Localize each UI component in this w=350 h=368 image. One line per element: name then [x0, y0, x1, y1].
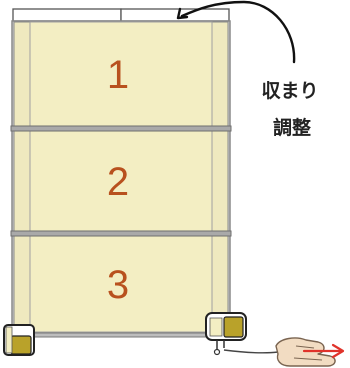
annotation-line-1: 収まり: [261, 80, 318, 102]
panel-number-2: 2: [107, 160, 129, 204]
annotation-line-2: 調整: [273, 116, 311, 139]
curved-arrow-icon: [176, 0, 296, 64]
panel-3: 3: [29, 235, 213, 333]
panel-number-3: 3: [107, 263, 129, 307]
panel-1: 1: [29, 21, 213, 127]
adjuster-right-icon: [205, 312, 247, 356]
top-rail: [12, 8, 230, 22]
panel-number-1: 1: [107, 53, 129, 97]
adjuster-left-icon: [3, 324, 35, 356]
panel-2: 2: [29, 130, 213, 232]
red-right-arrow-icon: [302, 343, 345, 359]
